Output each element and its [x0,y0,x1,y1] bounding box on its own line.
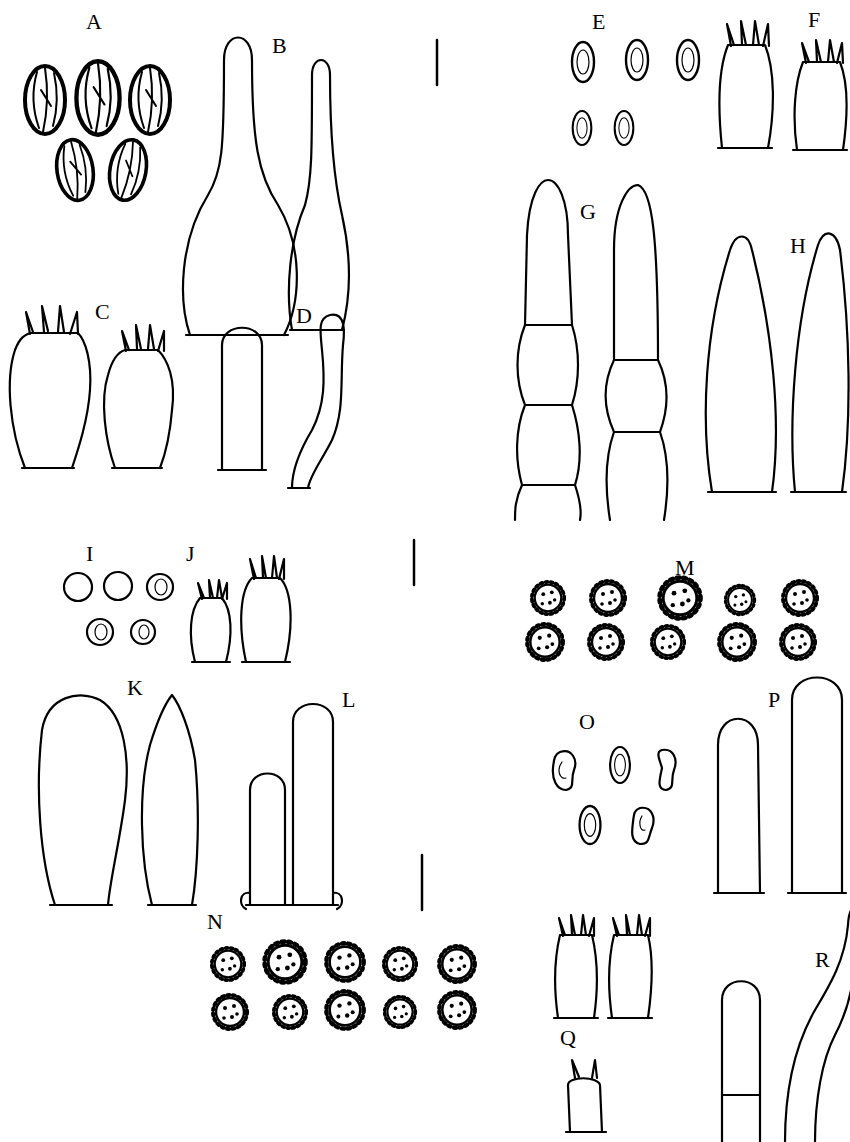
panel-letter: F [808,8,820,32]
panel-letter: P [768,688,780,712]
panel-letter: G [580,200,596,224]
panel-letter: Q [560,1026,576,1050]
panel-letter: D [296,304,312,328]
panel-letter: E [592,10,605,34]
panel-letter: N [207,910,223,934]
panel-letter: I [86,542,93,566]
panel-letter: J [186,542,195,566]
panel-letter: B [272,34,287,58]
panel-letter: C [95,300,110,324]
panel-letter: A [86,10,102,34]
panel-letter: O [579,710,595,734]
panel-letter: L [342,688,355,712]
panel-letter: M [675,556,695,580]
panel-letter: K [127,676,143,700]
panel-letter: R [815,948,830,972]
panel-letter: H [790,234,806,258]
